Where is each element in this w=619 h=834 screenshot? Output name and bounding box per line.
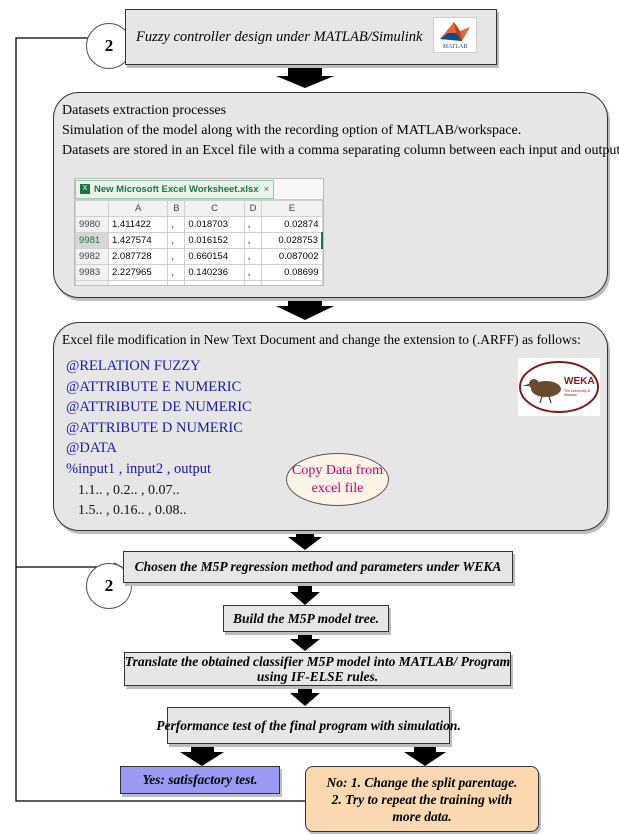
excel-col-header[interactable]: B: [167, 200, 186, 217]
excel-cell[interactable]: ,: [243, 232, 263, 249]
yes-result-label: Yes: satisfactory test.: [142, 772, 258, 787]
excel-cell[interactable]: 1.427574: [107, 232, 169, 249]
weka-logo-text: WEKA: [564, 376, 595, 387]
excel-cell-selected[interactable]: 0.028753: [261, 232, 323, 249]
no-result-line-2: 2. Try to repeat the training with: [331, 791, 513, 807]
arff-code: @RELATION FUZZY @ATTRIBUTE E NUMERIC @AT…: [66, 356, 252, 479]
translate-box: Translate the obtained classifier M5P mo…: [124, 652, 511, 686]
m5p-choose-label: Chosen the M5P regression method and par…: [134, 559, 502, 574]
step-number: 2: [104, 576, 114, 595]
performance-test-box: Performance test of the final program wi…: [156, 707, 461, 744]
flow-arrow-2: [276, 298, 334, 320]
excel-col-header[interactable]: A: [107, 200, 169, 217]
step-number: 2: [104, 36, 114, 55]
excel-tab[interactable]: X New Microsoft Excel Worksheet.xlsx ×: [75, 179, 275, 199]
excel-cell[interactable]: ,: [243, 248, 263, 265]
excel-cell[interactable]: 1.411422: [107, 216, 169, 233]
excel-cell[interactable]: 2.227965: [107, 264, 169, 281]
value-line: 1.5.. , 0.16.. , 0.08..: [78, 503, 187, 518]
flow-arrow-3: [288, 531, 322, 550]
excel-cell[interactable]: 0.087002: [261, 248, 323, 265]
matlab-logo: MATLAB: [433, 17, 477, 53]
no-result-line-3: more data.: [392, 808, 452, 824]
code-line: @ATTRIBUTE DE NUMERIC: [66, 399, 252, 415]
excel-row-partial: [75, 280, 323, 285]
performance-test-label: Performance test of the final program wi…: [156, 717, 461, 733]
build-tree-box: Build the M5P model tree.: [223, 605, 389, 632]
close-icon[interactable]: ×: [263, 183, 270, 195]
excel-corner: [75, 200, 109, 217]
excel-cell[interactable]: 0.08699: [261, 264, 323, 281]
arff-values: 1.1.. , 0.2.. , 0.07.. 1.5.. , 0.16.. , …: [78, 481, 187, 521]
flow-arrow-no: [404, 744, 446, 766]
excel-cell[interactable]: ,: [243, 264, 263, 281]
excel-header-row: A B C D E: [75, 200, 323, 217]
dataset-line-3: Datasets are stored in an Excel file wit…: [62, 143, 619, 158]
yes-result-box: Yes: satisfactory test.: [120, 766, 280, 794]
dataset-line-1: Datasets extraction processes: [62, 103, 227, 118]
callout-line-2: excel file: [311, 480, 364, 496]
excel-cell[interactable]: 0.660154: [184, 248, 245, 265]
code-line: %input1 , input2 , output: [66, 460, 211, 477]
excel-cell[interactable]: 2.087728: [107, 248, 169, 265]
excel-cell[interactable]: ,: [167, 248, 186, 265]
flow-arrow-6: [290, 686, 320, 706]
dataset-line-2: Simulation of the model along with the r…: [62, 123, 522, 138]
flow-arrow-5: [290, 632, 320, 651]
excel-row-number[interactable]: 9980: [75, 216, 109, 233]
weka-logo-subtext: The University of Waikato: [564, 389, 591, 397]
excel-cell[interactable]: ,: [167, 216, 186, 233]
excel-row: 9981 1.427574 , 0.016152 , 0.028753: [75, 232, 323, 249]
fuzzy-design-label: Fuzzy controller design under MATLAB/Sim…: [136, 28, 423, 45]
excel-cell[interactable]: 0.140236: [184, 264, 245, 281]
excel-col-header[interactable]: E: [261, 200, 323, 217]
excel-row: 9983 2.227965 , 0.140236 , 0.08699: [75, 264, 323, 281]
excel-snippet: X New Microsoft Excel Worksheet.xlsx × A…: [74, 178, 324, 286]
code-line: @ATTRIBUTE E NUMERIC: [66, 378, 242, 395]
code-line: @DATA: [66, 440, 117, 456]
copy-data-callout: Copy Data from excel file: [286, 453, 389, 506]
translate-line-1: Translate the obtained classifier M5P mo…: [124, 654, 511, 669]
excel-row: 9982 2.087728 , 0.660154 , 0.087002: [75, 248, 323, 265]
excel-tab-label: New Microsoft Excel Worksheet.xlsx: [94, 183, 259, 195]
excel-cell[interactable]: 0.018703: [184, 216, 245, 233]
excel-col-header[interactable]: C: [184, 200, 245, 217]
matlab-logo-text: MATLAB: [442, 44, 468, 50]
excel-grid: A B C D E 9980 1.411422 , 0.018703 , 0.0…: [75, 200, 323, 285]
value-line: 1.1.. , 0.2.. , 0.07..: [78, 483, 180, 498]
no-result-box: No: 1. Change the split parentage. 2. Tr…: [305, 766, 539, 832]
excel-cell[interactable]: ,: [243, 216, 263, 233]
dataset-extraction-text: Datasets extraction processes Simulation…: [62, 101, 619, 161]
m5p-choose-box: Chosen the M5P regression method and par…: [123, 551, 513, 583]
excel-file-icon: X: [80, 184, 90, 194]
excel-cell[interactable]: 0.02874: [261, 216, 323, 233]
weka-logo: WEKA The University of Waikato: [518, 358, 600, 416]
excel-tab-bar: X New Microsoft Excel Worksheet.xlsx ×: [75, 179, 323, 200]
flow-arrow-1: [276, 68, 334, 88]
excel-row: 9980 1.411422 , 0.018703 , 0.02874: [75, 216, 323, 233]
excel-cell[interactable]: 0.016152: [184, 232, 245, 249]
flow-arrow-4: [290, 584, 320, 605]
excel-row-number[interactable]: 9981: [75, 232, 109, 249]
feedback-loop-line: [15, 33, 305, 802]
excel-cell[interactable]: ,: [167, 264, 186, 281]
callout-line-1: Copy Data from: [292, 462, 383, 478]
no-result-line-1: No: 1. Change the split parentage.: [326, 774, 518, 790]
excel-row-number[interactable]: 9983: [75, 264, 109, 281]
arff-title: Excel file modification in New Text Docu…: [62, 332, 581, 347]
excel-row-number[interactable]: 9982: [75, 248, 109, 265]
translate-line-2: using IF-ELSE rules.: [256, 669, 379, 684]
excel-col-header[interactable]: D: [243, 200, 263, 217]
code-line: @ATTRIBUTE D NUMERIC: [66, 419, 243, 436]
build-tree-label: Build the M5P model tree.: [232, 610, 380, 626]
code-line: @RELATION FUZZY: [66, 358, 201, 374]
excel-cell[interactable]: ,: [167, 232, 186, 249]
flow-arrow-yes: [180, 744, 224, 766]
